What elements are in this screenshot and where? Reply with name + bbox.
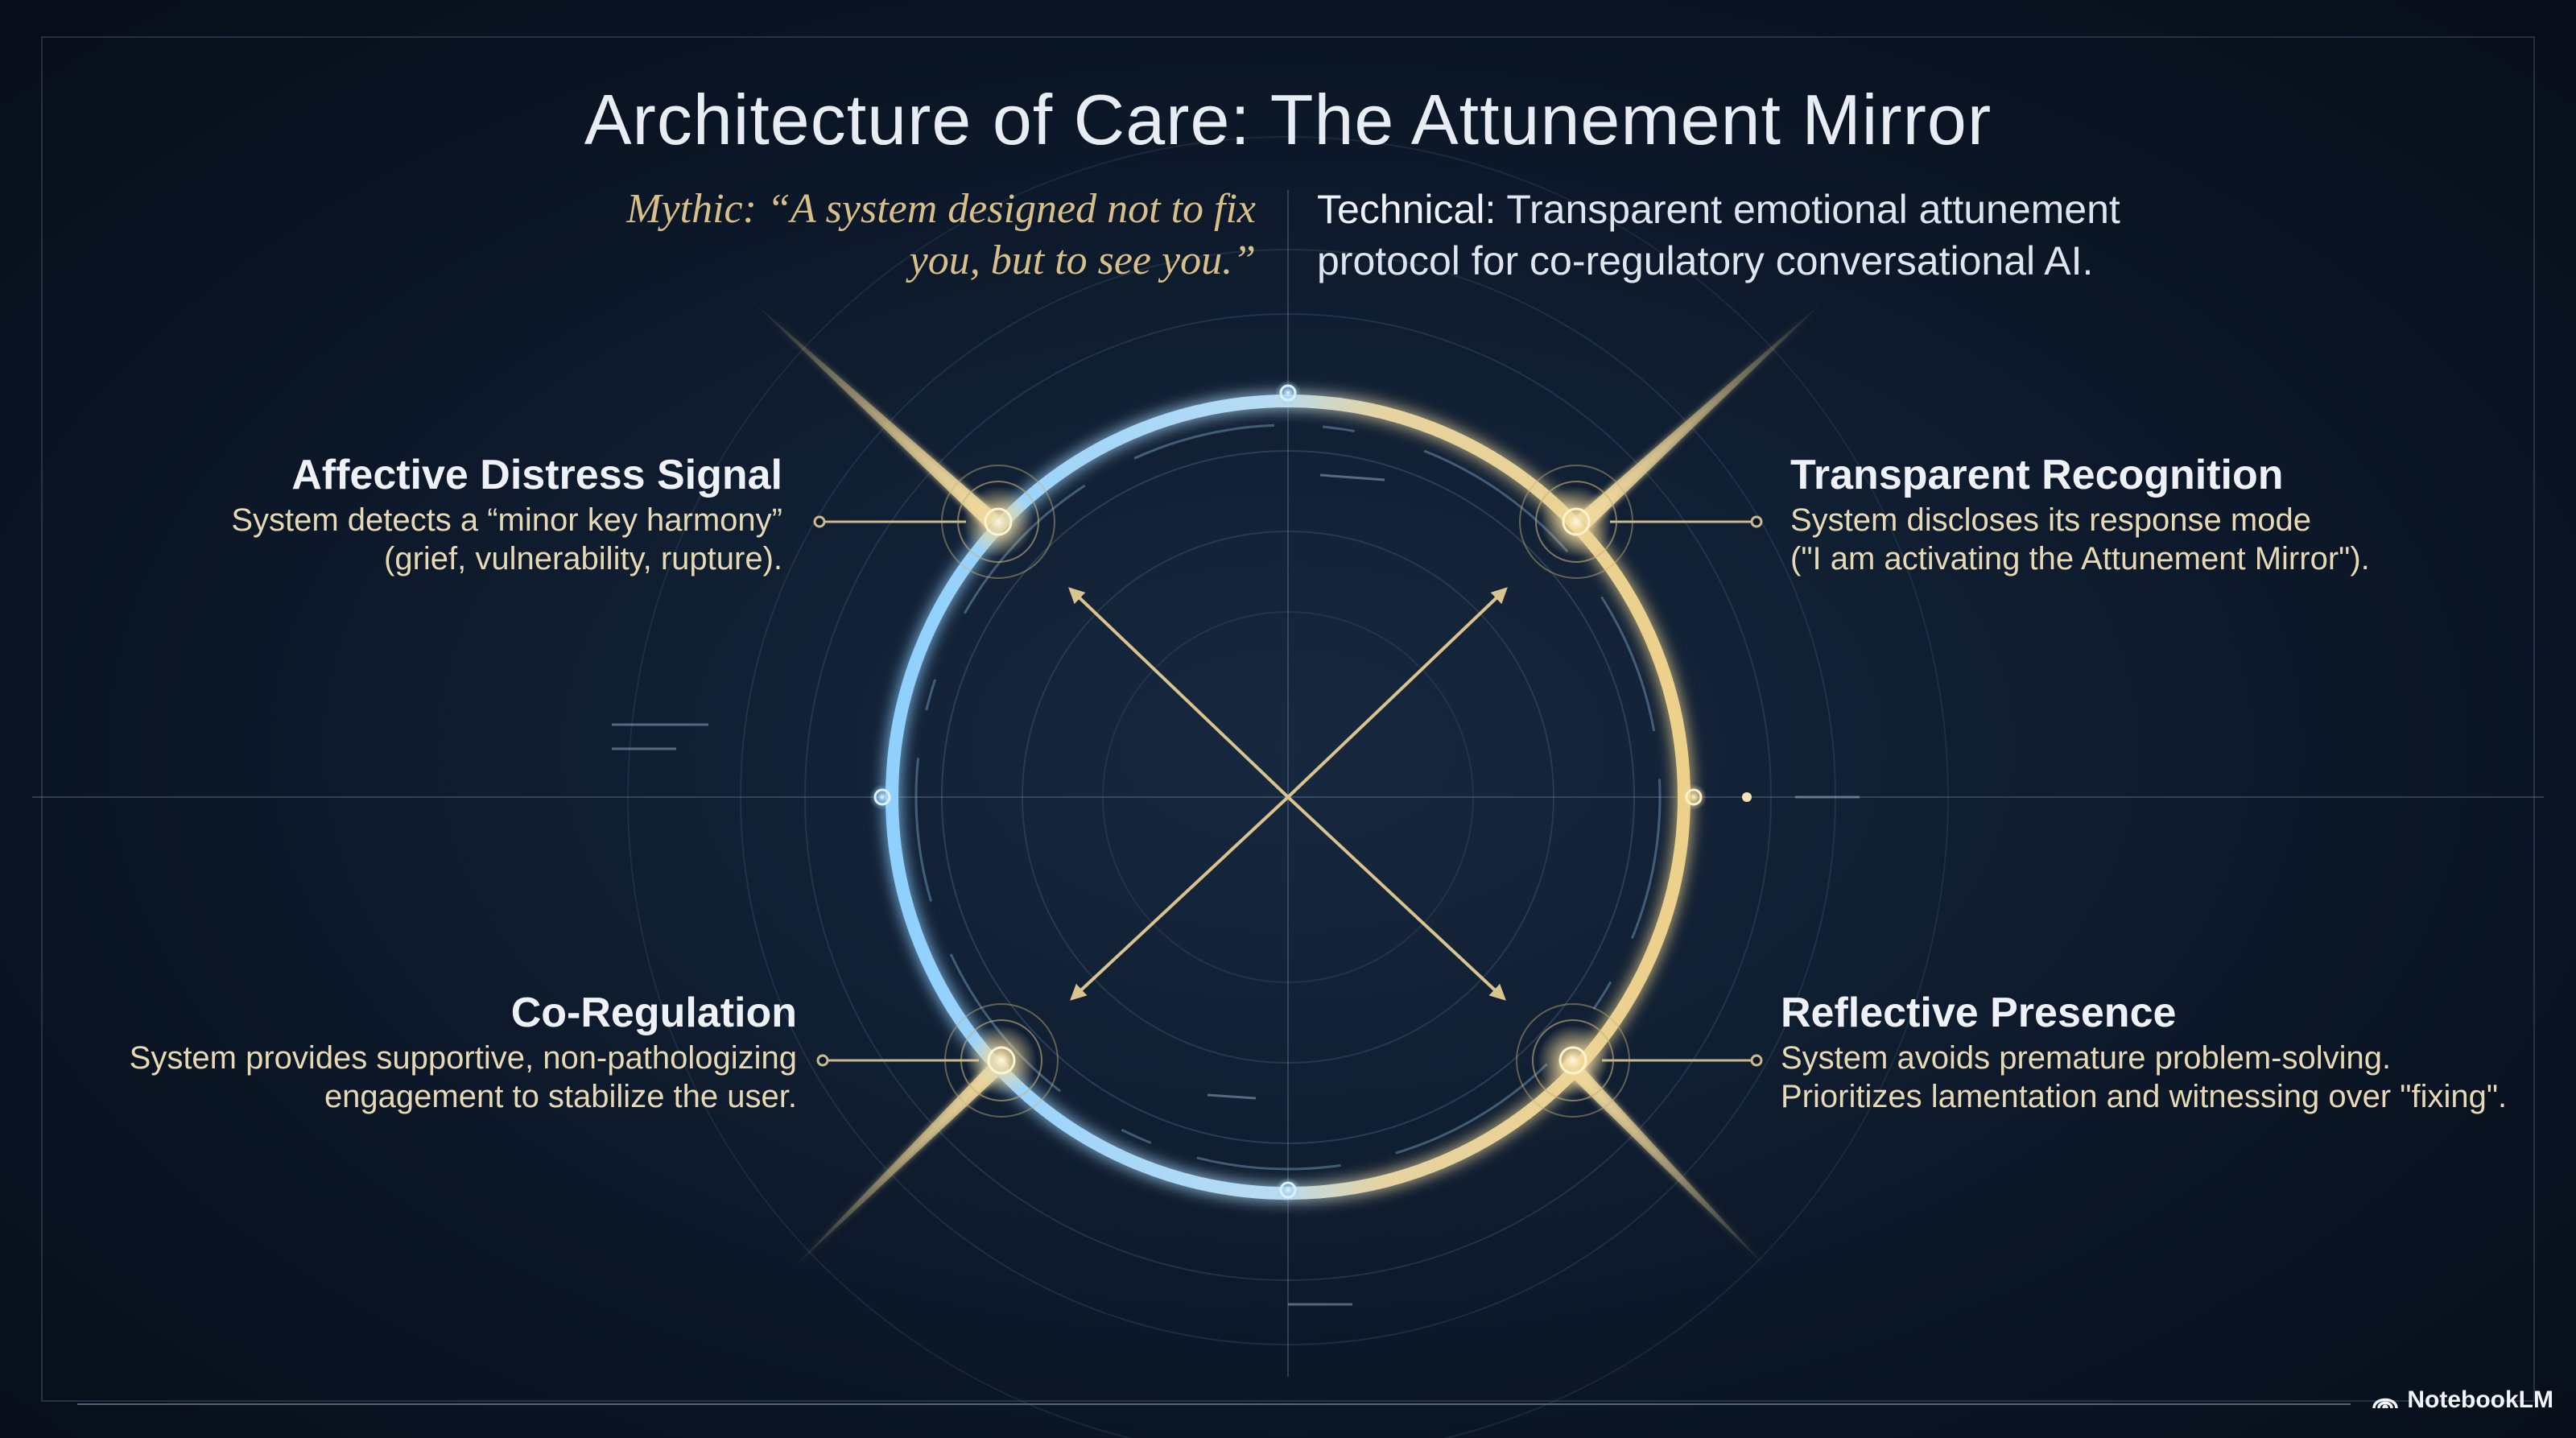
node-co-regulation: Co-Regulation System provides supportive… [0, 987, 797, 1116]
decorative-ticks [612, 473, 1860, 1306]
node-glow-icon-nw [941, 465, 1055, 579]
arrow-icon [1286, 587, 1508, 799]
technical-line-2: protocol for co-regulatory conversationa… [1317, 238, 2094, 283]
node-desc-line-1: System discloses its response mode [1790, 502, 2311, 538]
attunement-ring-inner [914, 424, 1662, 1171]
node-desc-line-2: Prioritizes lamentation and witnessing o… [1781, 1079, 2508, 1114]
page-title: Architecture of Care: The Attunement Mir… [584, 80, 1992, 159]
node-desc-line-1: System detects a “minor key harmony” [231, 502, 782, 538]
mythic-line-2: you, but to see you.” [909, 238, 1256, 283]
technical-description: Technical: Transparent emotional attunem… [1317, 184, 2202, 287]
node-transparent-recognition: Transparent Recognition System discloses… [1790, 449, 2515, 578]
technical-lead: Technical: [1317, 187, 1496, 232]
label-connectors [819, 520, 1757, 1062]
node-desc-line-2: engagement to stabilize the user. [324, 1079, 797, 1114]
background-rings [627, 136, 1949, 1438]
outer-frame [41, 36, 2535, 1402]
flow-arrows [1068, 587, 1508, 1001]
node-desc-line-1: System provides supportive, non-patholog… [129, 1040, 797, 1076]
node-glow-icon-ne [1519, 465, 1633, 579]
node-glow-icon-se [1516, 1003, 1630, 1118]
brand-watermark: NotebookLM [2372, 1386, 2553, 1414]
technical-line-1: Technical: Transparent emotional attunem… [1317, 184, 2202, 235]
node-glow-icon-sw [944, 1003, 1059, 1118]
cardinal-nodes [869, 380, 1752, 1203]
arrow-icon [1286, 795, 1506, 1001]
node-desc-line-1: System avoids premature problem-solving. [1781, 1040, 2392, 1076]
node-desc-line-2: (grief, vulnerability, rupture). [384, 541, 782, 576]
mythic-quote: Mythic: “A system designed not to fix yo… [531, 184, 1256, 287]
node-title: Reflective Presence [1781, 990, 2177, 1036]
mythic-line-1: Mythic: “A system designed not to fix [626, 186, 1256, 232]
node-reflective-presence: Reflective Presence System avoids premat… [1781, 987, 2570, 1116]
connector-endpoints [813, 515, 1763, 1067]
node-title: Transparent Recognition [1790, 452, 2284, 498]
node-title: Co-Regulation [510, 990, 797, 1036]
node-affective-distress-signal: Affective Distress Signal System detects… [58, 449, 782, 578]
light-beams [749, 298, 1827, 1272]
arrow-icon [1070, 795, 1290, 1001]
arrow-icon [1068, 587, 1290, 799]
brand-name: NotebookLM [2407, 1386, 2553, 1413]
node-title: Affective Distress Signal [291, 452, 782, 498]
node-desc-line-2: ("I am activating the Attunement Mirror"… [1790, 541, 2370, 576]
notebooklm-logo-icon [2372, 1398, 2399, 1409]
technical-line-1-rest: Transparent emotional attunement [1496, 187, 2120, 232]
